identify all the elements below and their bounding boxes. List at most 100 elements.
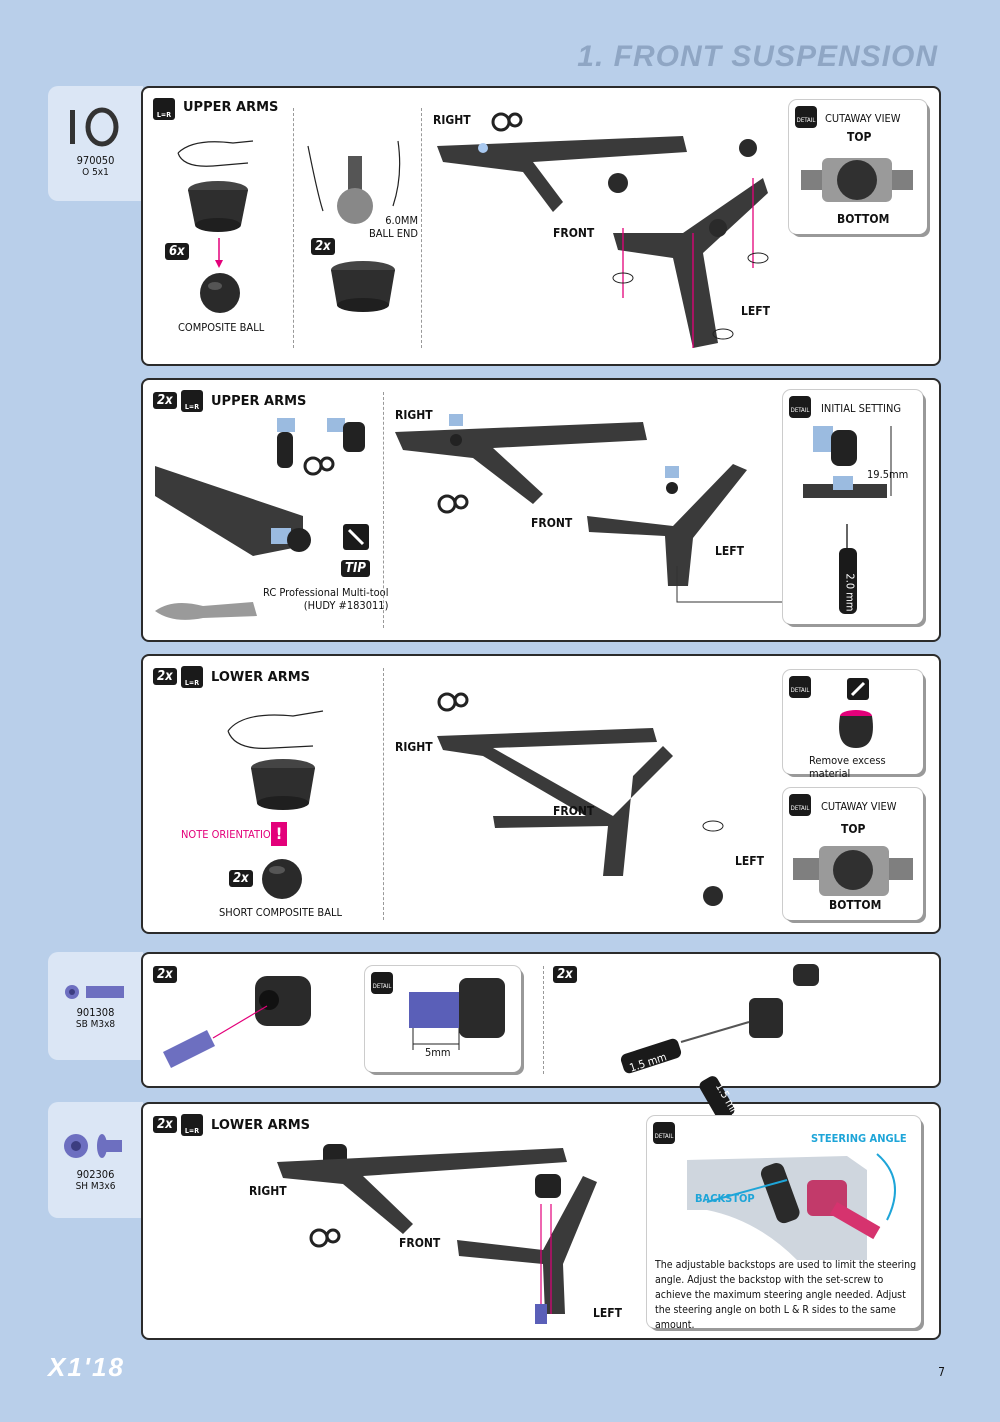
direction-label-front: FRONT — [399, 1236, 441, 1250]
backstop-detail: DETAIL STEERING ANGLE BACKSTOP The adjus… — [647, 1116, 921, 1331]
direction-label-front: FRONT — [553, 226, 595, 240]
finger-press-illustration — [227, 710, 324, 749]
bottom-label: BOTTOM — [837, 212, 890, 226]
side-tab-part-901308: 901308 SB M3x8 — [48, 952, 143, 1060]
initial-setting-detail: DETAIL INITIAL SETTING 19.5mm 2.0 mm — [783, 390, 923, 624]
lower-arm-diagram — [437, 728, 724, 906]
quantity-badge: 2x — [153, 1116, 177, 1133]
step-heading: UPPER ARMS — [183, 100, 279, 115]
tip-tool-icon — [343, 524, 369, 550]
ball-cup-illustration — [331, 261, 395, 312]
divider — [383, 392, 384, 628]
spacer-detail: DETAIL 5mm — [365, 966, 521, 1072]
cutaway-illustration — [801, 158, 913, 202]
left-equals-right-icon: L=R — [181, 666, 203, 688]
spacer-illustration — [409, 978, 505, 1050]
hex-driver-icon — [839, 524, 857, 614]
quantity-badge: 2x — [229, 870, 253, 887]
page-number: 7 — [938, 1365, 945, 1379]
step-heading: LOWER ARMS — [211, 670, 310, 685]
tool-description: RC Professional Multi-tool (HUDY #183011… — [263, 586, 389, 612]
finger-press-illustration — [177, 140, 254, 167]
dimension-label: 19.5mm — [867, 468, 909, 481]
quantity-badge: 6x — [165, 243, 189, 260]
detail-icon: DETAIL — [795, 106, 817, 128]
direction-label-left: LEFT — [735, 854, 764, 868]
part-number: 902306 — [76, 1168, 115, 1181]
ball-end-setting-illustration — [803, 426, 892, 498]
quantity-badge: 2x — [153, 668, 177, 685]
gear-tool-icon — [303, 456, 335, 476]
direction-label-left: LEFT — [715, 544, 744, 558]
upper-arm-left-diagram — [587, 464, 747, 586]
finger-press-illustration — [307, 140, 401, 224]
steering-knuckle-illustration — [687, 1153, 896, 1260]
gear-tool-icon — [309, 1228, 341, 1248]
screw-icon — [64, 1134, 122, 1158]
step-1-upper-arms-panel: L=R UPPER ARMS 6x COMPOSITE BALL 6.0MM B… — [141, 86, 941, 366]
cutaway-view-detail: DETAIL CUTAWAY VIEW TOP BOTTOM — [789, 100, 927, 234]
quantity-badge: 2x — [153, 966, 177, 983]
detail-title: CUTAWAY VIEW — [821, 800, 897, 813]
dimension-label: 5mm — [425, 1046, 451, 1059]
direction-label-right: RIGHT — [249, 1184, 287, 1198]
gear-tool-icon — [437, 494, 469, 514]
cutaway-illustration — [793, 846, 913, 896]
part-label: COMPOSITE BALL — [178, 321, 265, 334]
upper-arm-left-diagram — [608, 139, 769, 348]
detail-description: The adjustable backstops are used to lim… — [655, 1259, 917, 1331]
set-screw-install-illustration — [620, 964, 819, 1074]
quantity-badge: 2x — [311, 238, 335, 255]
part-number: 901308 — [76, 1006, 115, 1019]
short-composite-ball-illustration — [262, 859, 302, 899]
steering-angle-label: STEERING ANGLE — [811, 1132, 907, 1145]
detail-caption: Remove excess material — [809, 754, 886, 780]
ball-cup-illustration — [251, 759, 315, 810]
part-description: SH M3x6 — [75, 1181, 116, 1192]
spacer-insert-illustration — [163, 976, 311, 1068]
bottom-label: BOTTOM — [829, 898, 882, 912]
part-description: O 5x1 — [82, 167, 109, 178]
ball-end-label: 6.0MM BALL END — [369, 214, 418, 240]
cutaway-view-detail: DETAIL CUTAWAY VIEW TOP BOTTOM — [783, 788, 923, 920]
step-heading: UPPER ARMS — [211, 394, 307, 409]
direction-label-right: RIGHT — [395, 408, 433, 422]
part-number: 970050 — [76, 154, 115, 167]
left-equals-right-icon: L=R — [153, 98, 175, 120]
quantity-badge: 2x — [153, 392, 177, 409]
backstop-label: BACKSTOP — [695, 1192, 755, 1205]
detail-title: CUTAWAY VIEW — [825, 112, 901, 125]
detail-icon: DETAIL — [371, 972, 393, 994]
divider — [383, 668, 384, 920]
driver-size-label: 2.0 mm — [843, 573, 857, 612]
page-title: 1. FRONT SUSPENSION — [577, 40, 938, 73]
gear-tool-icon — [491, 112, 523, 132]
upper-arm-right-diagram — [395, 414, 647, 504]
detail-title: INITIAL SETTING — [821, 402, 902, 415]
ball-cup-illustration — [188, 181, 248, 232]
o-ring-icon — [70, 107, 119, 147]
top-label: TOP — [841, 822, 866, 836]
detail-icon: DETAIL — [789, 794, 811, 816]
step-3-lower-arms-panel: 2x L=R LOWER ARMS NOTE ORIENTATION ! 2x … — [141, 654, 941, 934]
quantity-badge: 2x — [553, 966, 577, 983]
direction-label-left: LEFT — [593, 1306, 622, 1320]
direction-label-front: FRONT — [553, 804, 595, 818]
divider — [543, 966, 544, 1074]
down-arrow-icon — [215, 238, 223, 268]
direction-label-right: RIGHT — [395, 740, 433, 754]
note-orientation-label: NOTE ORIENTATION — [181, 828, 279, 841]
brand-logo: X1'18 — [48, 1352, 125, 1382]
step-5-lower-arms-panel: 2x L=R LOWER ARMS RIGHT FRONT LEFT 1.5 m… — [141, 1076, 941, 1340]
multitool-icon — [155, 602, 257, 620]
step-4-panel: 2x DETAIL 5mm 2x 1.5 mm — [141, 952, 941, 1088]
divider — [421, 108, 422, 348]
left-equals-right-icon: L=R — [181, 1114, 203, 1136]
remove-material-detail: DETAIL Remove excess material — [783, 670, 923, 780]
side-tab-part-970050: 970050 O 5x1 — [48, 86, 143, 201]
direction-label-left: LEFT — [741, 304, 770, 318]
step-2-upper-arms-panel: 2x L=R UPPER ARMS TIP RC Professional Mu… — [141, 378, 941, 642]
upper-arm-right-diagram — [437, 136, 687, 212]
tip-badge: TIP — [341, 560, 370, 577]
side-tab-part-902306: 902306 SH M3x6 — [48, 1102, 143, 1218]
